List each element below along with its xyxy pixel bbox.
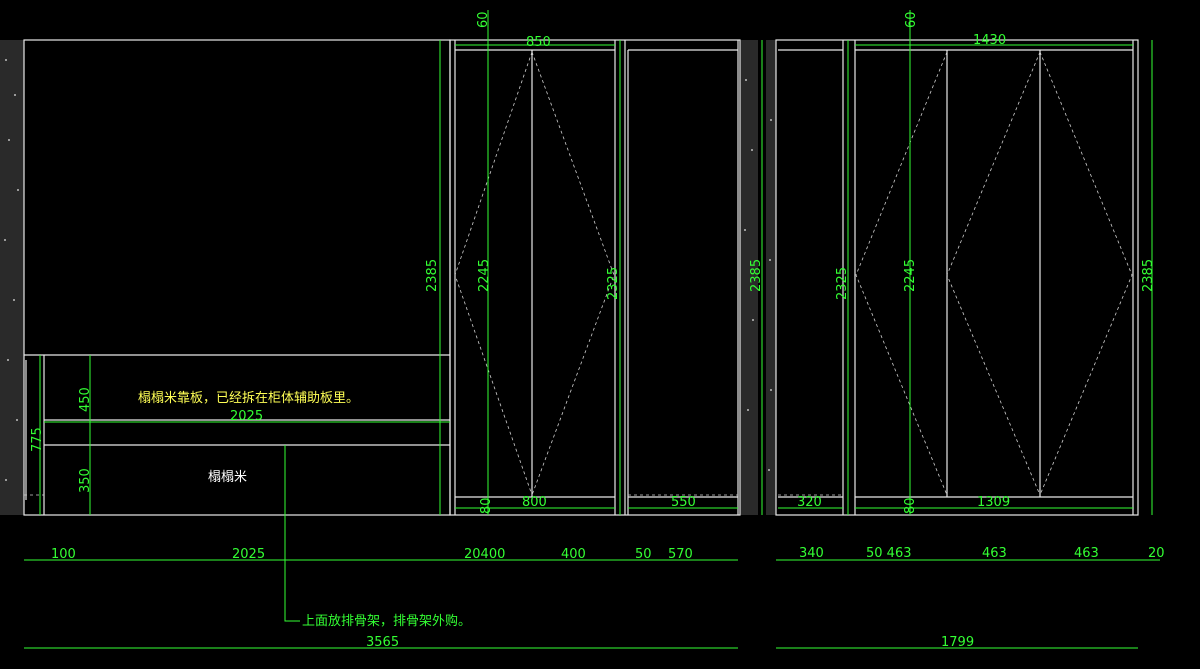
dim-bottom-100: 100 [51,547,76,562]
dim-775: 775 [30,427,45,452]
note-rack: 上面放排骨架，排骨架外购。 [302,613,471,629]
dim-height-2385-left: 2385 [425,259,440,292]
dim-top-1430: 1430 [973,33,1006,48]
dim-height-2325-right: 2325 [835,267,850,300]
dim-height-2385-right: 2385 [1141,259,1156,292]
dim-80-right: 80 [903,497,918,514]
label-tatami: 榻榻米 [208,470,247,485]
dim-height-2385-mid: 2385 [749,259,764,292]
dim-bottom-50: 50 [635,547,652,562]
dim-bottom-340: 340 [799,546,824,561]
dim-350: 350 [78,468,93,493]
dim-top-60-right: 60 [904,11,919,28]
dim-top-60-left: 60 [476,11,491,28]
dim-bottom-20400: 20400 [464,547,505,562]
dim-450: 450 [78,387,93,412]
note-tatami-backboard: 榻榻米靠板，已经拆在柜体辅助板里。 [138,391,359,406]
dim-800: 800 [522,495,547,510]
wardrobe-cabinets [449,39,1139,516]
door-swing-lines [454,51,1133,496]
dim-bottom-463-b: 463 [1074,546,1099,561]
dim-total-3565: 3565 [366,635,399,650]
dim-bottom-20: 20 [1148,546,1165,561]
dim-bottom-400: 400 [561,547,586,562]
dim-bottom-2025: 2025 [232,547,265,562]
dim-height-2325-left: 2325 [606,267,621,300]
dim-bottom-570: 570 [668,547,693,562]
dimension-lines [24,10,1160,649]
dim-bottom-50-463: 50 463 [866,546,912,561]
dim-total-1799: 1799 [941,635,974,650]
wall-section-hatch [0,40,776,515]
dim-550: 550 [671,495,696,510]
dim-top-850: 850 [526,35,551,50]
dim-height-2245-left: 2245 [477,259,492,292]
dim-2025-middle: 2025 [230,409,263,424]
dim-height-2245-right: 2245 [903,259,918,292]
dim-bottom-463-a: 463 [982,546,1007,561]
dim-1309: 1309 [977,495,1010,510]
dim-80-left: 80 [479,497,494,514]
dim-320: 320 [797,495,822,510]
tatami-area-outline [23,39,451,516]
